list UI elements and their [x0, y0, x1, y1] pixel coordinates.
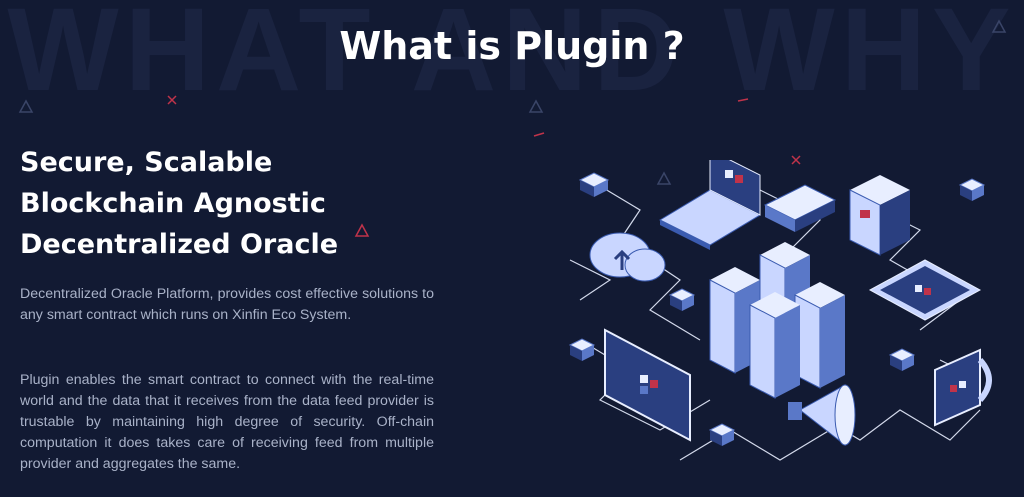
network-illustration: [568, 160, 992, 461]
smartwatch-icon: [934, 348, 992, 427]
laptop-icon: [658, 160, 762, 250]
details-paragraph: Plugin enables the smart contract to con…: [20, 372, 434, 472]
megaphone-icon: [788, 384, 856, 447]
server-rack-icon: [709, 242, 845, 399]
headline-line-2: Blockchain Agnostic: [20, 188, 326, 219]
headline-line-1: Secure, Scalable: [20, 147, 273, 178]
triangle-outline-icon: [656, 171, 672, 185]
headline: Secure, Scalable Blockchain Agnostic Dec…: [20, 142, 440, 265]
intro-paragraph: Decentralized Oracle Platform, provides …: [20, 286, 434, 323]
dash-mark: [533, 132, 545, 137]
triangle-outline-icon: [18, 99, 34, 113]
triangle-outline-icon: [991, 19, 1007, 33]
dash-mark: [737, 98, 749, 102]
cloud-upload-icon: [589, 232, 666, 282]
page-title: What is Plugin ?: [339, 24, 685, 68]
x-mark-icon: [167, 95, 177, 105]
device-box-icon: [849, 175, 910, 256]
router-icon: [763, 184, 837, 232]
monitor-icon: [604, 328, 691, 442]
cube-icons: [568, 172, 986, 446]
tablet-icon: [868, 259, 982, 321]
triangle-outline-icon: [528, 99, 544, 113]
x-mark-icon: [791, 155, 801, 165]
headline-line-3: Decentralized Oracle: [20, 229, 339, 260]
triangle-outline-icon: [354, 223, 370, 237]
